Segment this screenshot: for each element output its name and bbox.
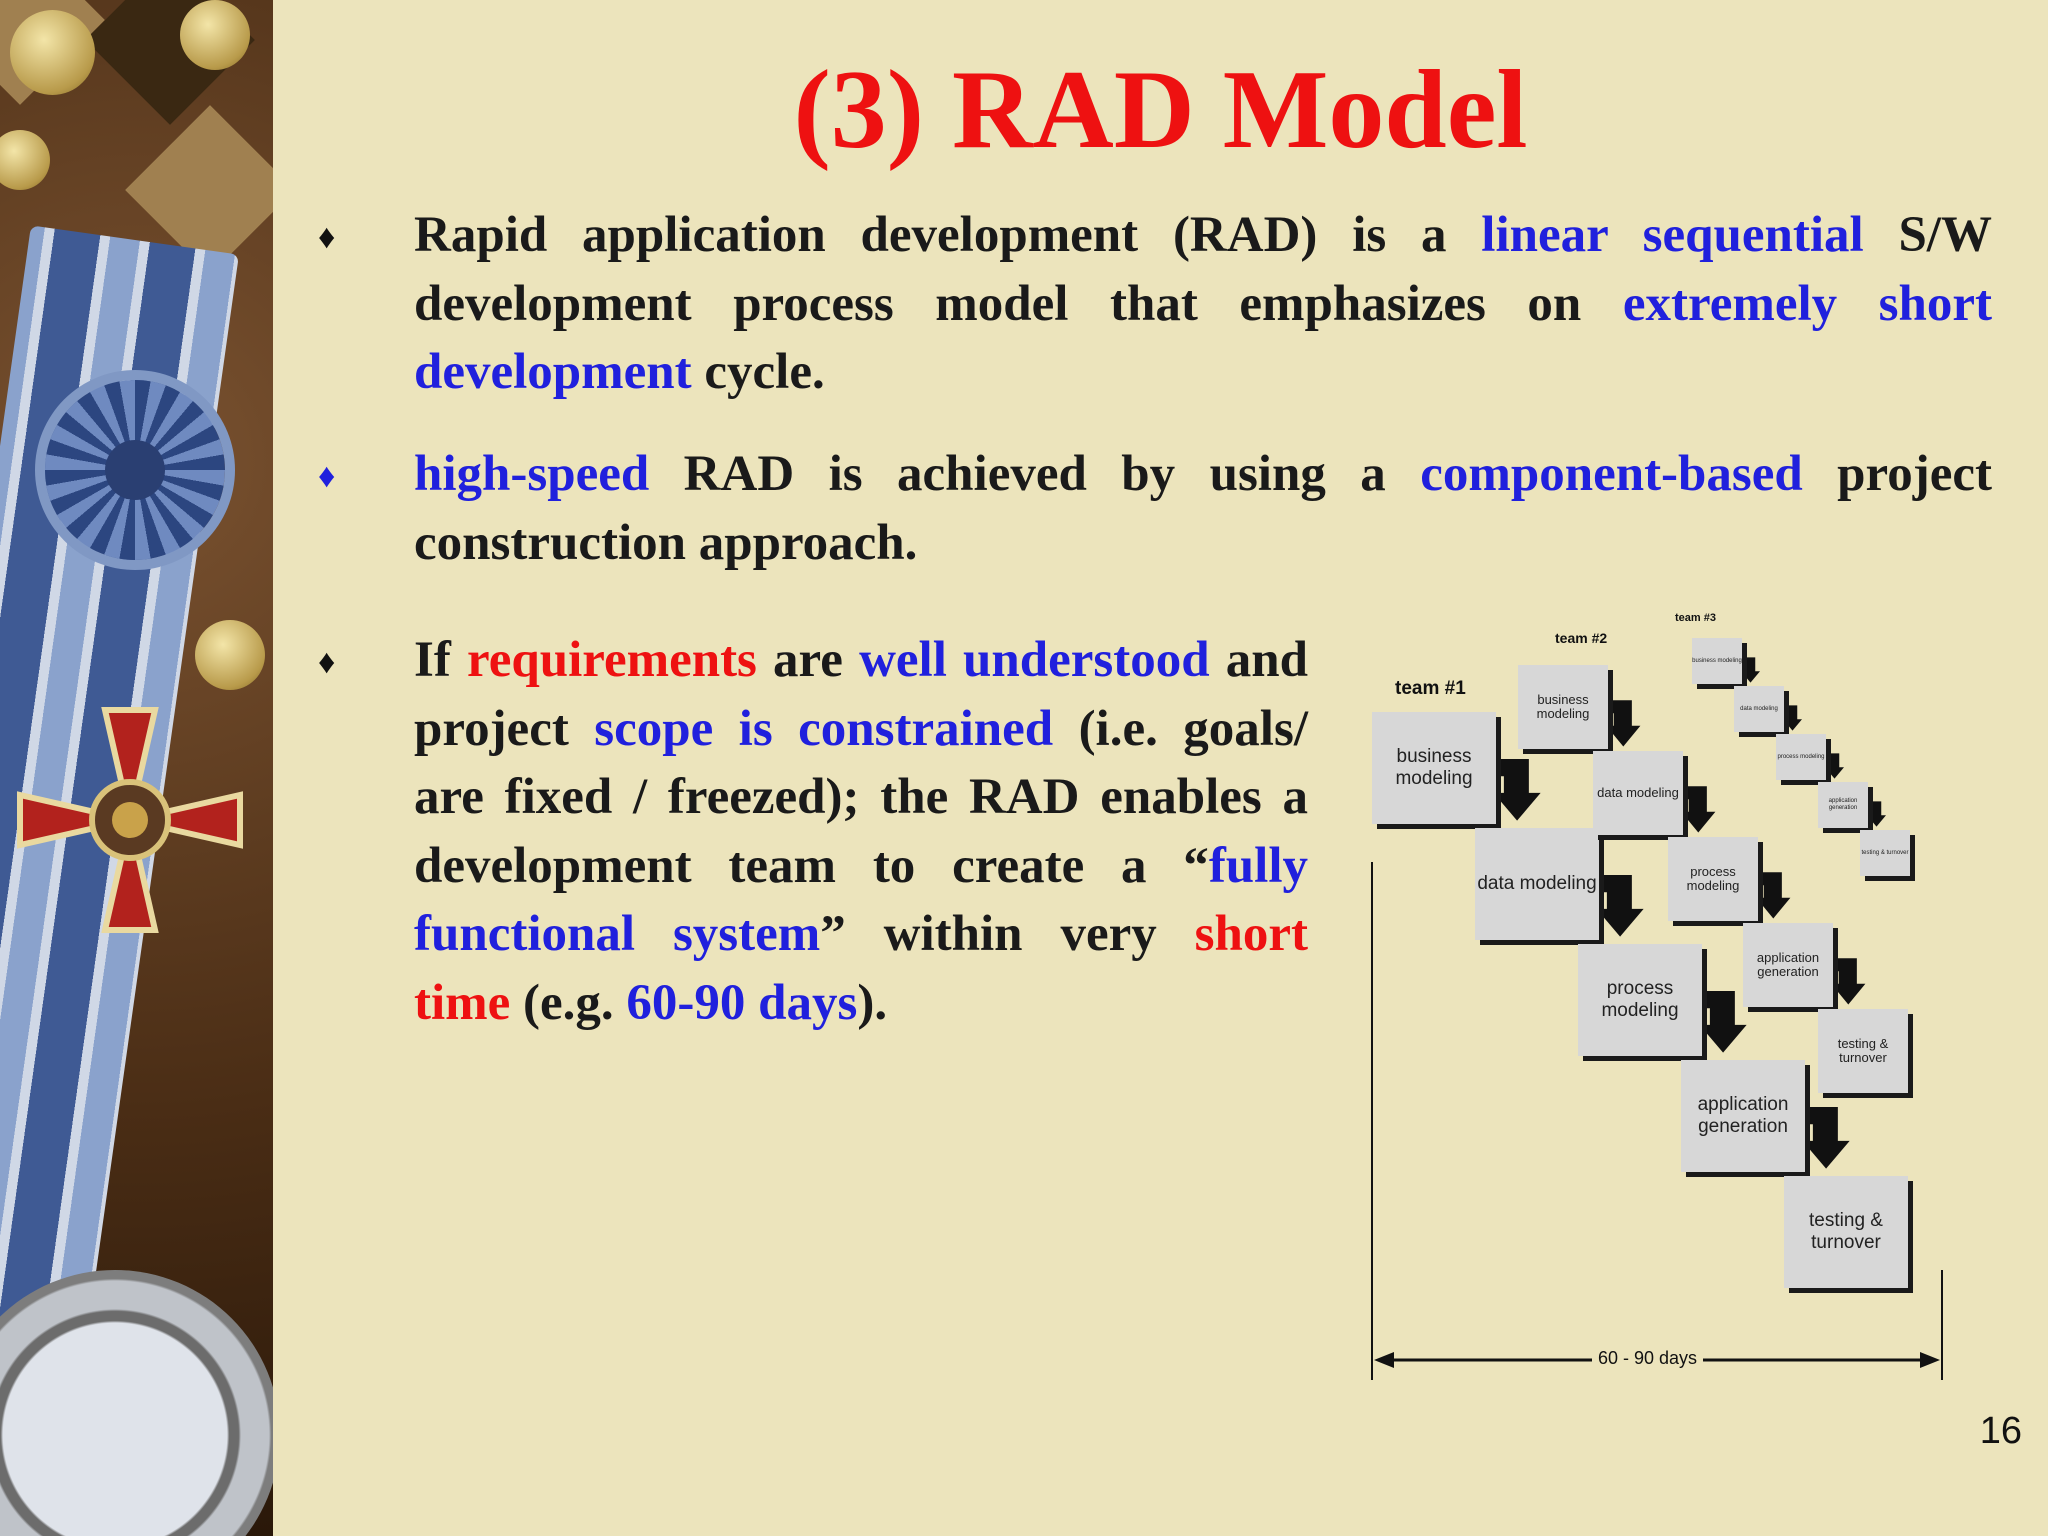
phase-box: business modeling bbox=[1372, 712, 1496, 824]
text-run: (i.e. goals/ are fixed / freezed); the R… bbox=[414, 700, 1308, 894]
text-run: cycle. bbox=[691, 344, 825, 400]
text-run: ” within very bbox=[820, 906, 1195, 962]
team-label: team #3 bbox=[1675, 612, 1716, 624]
arrow-left-icon bbox=[1374, 1352, 1394, 1368]
down-arrow-icon bbox=[1493, 759, 1541, 821]
decorative-photo-strip bbox=[0, 0, 273, 1536]
coin-icon bbox=[195, 620, 265, 690]
text-run-highlight: requirements bbox=[466, 632, 757, 688]
phase-box: data modeling bbox=[1475, 828, 1599, 940]
slide-title: (3) RAD Model bbox=[793, 48, 1528, 172]
phase-box: business modeling bbox=[1692, 638, 1742, 684]
team-label: team #2 bbox=[1555, 630, 1608, 646]
down-arrow-icon bbox=[1699, 991, 1747, 1053]
team-label: team #1 bbox=[1395, 678, 1466, 699]
arrow-right-icon bbox=[1920, 1352, 1940, 1368]
text-run-highlight: linear sequential bbox=[1481, 207, 1864, 263]
bullet-paragraph-2: high-speed RAD is achieved by using a co… bbox=[414, 440, 1992, 577]
compass-icon bbox=[0, 1270, 273, 1536]
down-arrow-icon bbox=[1756, 872, 1791, 919]
duration-label: 60 - 90 days bbox=[1592, 1348, 1704, 1369]
phase-box: process modeling bbox=[1578, 944, 1702, 1056]
phase-box: business modeling bbox=[1518, 665, 1608, 749]
text-run: ). bbox=[857, 974, 888, 1031]
coin-icon bbox=[0, 130, 50, 190]
text-run: If bbox=[414, 632, 467, 688]
phase-box: process modeling bbox=[1668, 837, 1758, 921]
bullet-paragraph-1: Rapid application development (RAD) is a… bbox=[414, 201, 1992, 407]
text-run: Rapid application development (RAD) is a bbox=[414, 207, 1482, 263]
text-run: and project bbox=[414, 632, 1308, 757]
rosette-icon bbox=[45, 380, 225, 560]
down-arrow-icon bbox=[1783, 705, 1802, 731]
text-run: project construction approach. bbox=[414, 446, 1993, 571]
coin-icon bbox=[10, 10, 95, 95]
text-run-highlight: extremely short development bbox=[414, 275, 1993, 401]
text-run-highlight: high-speed bbox=[414, 446, 650, 502]
bullet-paragraph-3: If requirements are well understood and … bbox=[414, 626, 1308, 1037]
text-run: S/W development process model that empha… bbox=[414, 207, 1992, 332]
text-run-highlight: short time bbox=[414, 906, 1308, 1031]
text-run: RAD is achieved by using a bbox=[649, 446, 1421, 502]
down-arrow-icon bbox=[1867, 801, 1886, 827]
bullet-marker: ♦ bbox=[318, 644, 336, 681]
down-arrow-icon bbox=[1802, 1107, 1850, 1169]
phase-box: testing & turnover bbox=[1818, 1009, 1908, 1093]
down-arrow-icon bbox=[1596, 875, 1644, 937]
phase-box: application generation bbox=[1818, 782, 1868, 828]
phase-box: data modeling bbox=[1593, 751, 1683, 835]
text-run-highlight: 60-90 days bbox=[626, 974, 858, 1031]
down-arrow-icon bbox=[1681, 786, 1716, 833]
phase-box: application generation bbox=[1743, 923, 1833, 1007]
medal-cross-icon bbox=[17, 707, 243, 933]
text-run-highlight: fully functional system bbox=[414, 837, 1308, 963]
text-run: (e.g. bbox=[510, 974, 627, 1031]
coin-icon bbox=[180, 0, 250, 70]
page-number: 16 bbox=[1979, 1410, 2022, 1452]
down-arrow-icon bbox=[1831, 958, 1866, 1005]
phase-box: testing & turnover bbox=[1784, 1176, 1908, 1288]
down-arrow-icon bbox=[1741, 657, 1760, 683]
phase-box: testing & turnover bbox=[1860, 830, 1910, 876]
bullet-marker: ♦ bbox=[318, 219, 336, 256]
text-run: are bbox=[756, 632, 860, 688]
text-run-highlight: scope is constrained bbox=[594, 700, 1054, 757]
phase-box: data modeling bbox=[1734, 686, 1784, 732]
text-run-highlight: well understood bbox=[859, 632, 1210, 688]
phase-box: process modeling bbox=[1776, 734, 1826, 780]
down-arrow-icon bbox=[1606, 700, 1641, 747]
text-run-highlight: component-based bbox=[1420, 446, 1803, 502]
phase-box: application generation bbox=[1681, 1060, 1805, 1172]
bullet-marker: ♦ bbox=[318, 458, 336, 495]
down-arrow-icon bbox=[1825, 753, 1844, 779]
